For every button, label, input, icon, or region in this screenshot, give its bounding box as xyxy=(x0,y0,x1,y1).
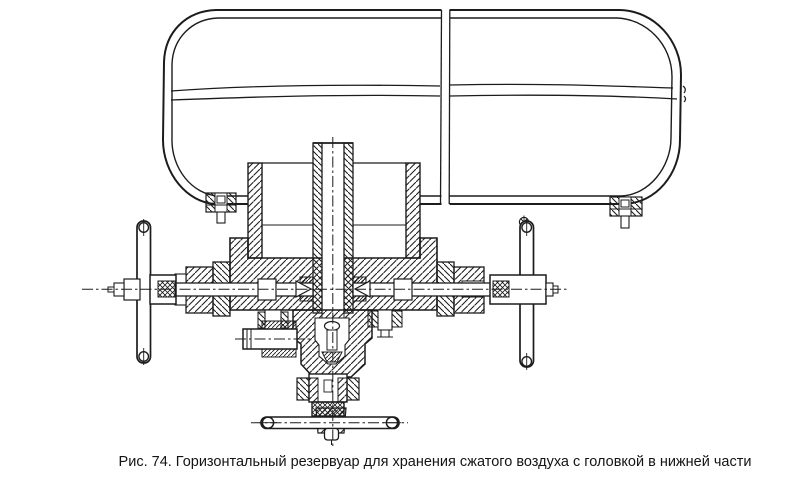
water-level-line xyxy=(170,83,687,103)
right-handwheel-ends xyxy=(521,219,533,370)
right-bypass-fitting xyxy=(367,309,403,338)
left-handwheel xyxy=(136,219,152,365)
left-drain-fitting xyxy=(205,192,237,224)
drain-valve-handle xyxy=(259,416,401,445)
drain-valve xyxy=(296,373,360,434)
tank-shell xyxy=(161,9,683,205)
figure-caption: Рис. 74. Горизонтальный резервуар для хр… xyxy=(118,454,752,470)
lower-valve-body xyxy=(292,309,373,378)
technical-drawing xyxy=(82,8,687,447)
break-lines xyxy=(439,8,451,206)
centerlines xyxy=(82,137,568,447)
right-drain-fitting xyxy=(609,196,643,229)
